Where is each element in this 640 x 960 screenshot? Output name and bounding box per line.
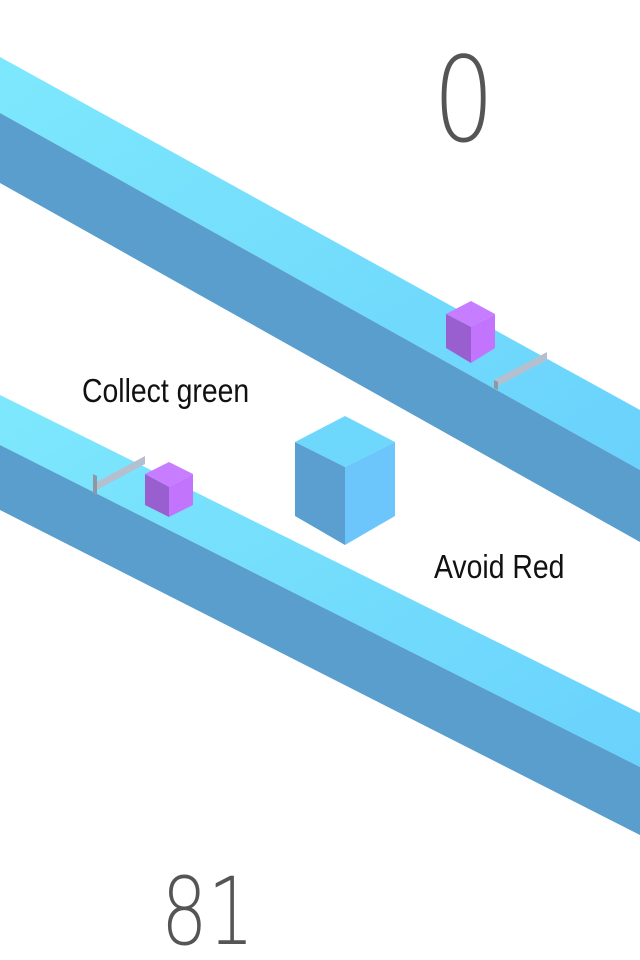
upper-obstacle-bar <box>494 352 547 390</box>
player-cube[interactable] <box>295 416 395 545</box>
upper-pickup-cube <box>446 301 495 363</box>
avoid-hint: Avoid Red <box>434 548 565 585</box>
lower-rail-side-face <box>0 445 640 835</box>
lower-pickup-cube <box>145 462 193 517</box>
upper-rail <box>0 57 640 542</box>
upper-rail-top-face <box>0 57 640 470</box>
score-display: 0 <box>433 31 495 169</box>
upper-rail-side-face <box>0 113 640 542</box>
lower-obstacle-bar <box>93 456 145 495</box>
collect-hint: Collect green <box>82 372 250 409</box>
counter-display: 81 <box>161 858 255 960</box>
